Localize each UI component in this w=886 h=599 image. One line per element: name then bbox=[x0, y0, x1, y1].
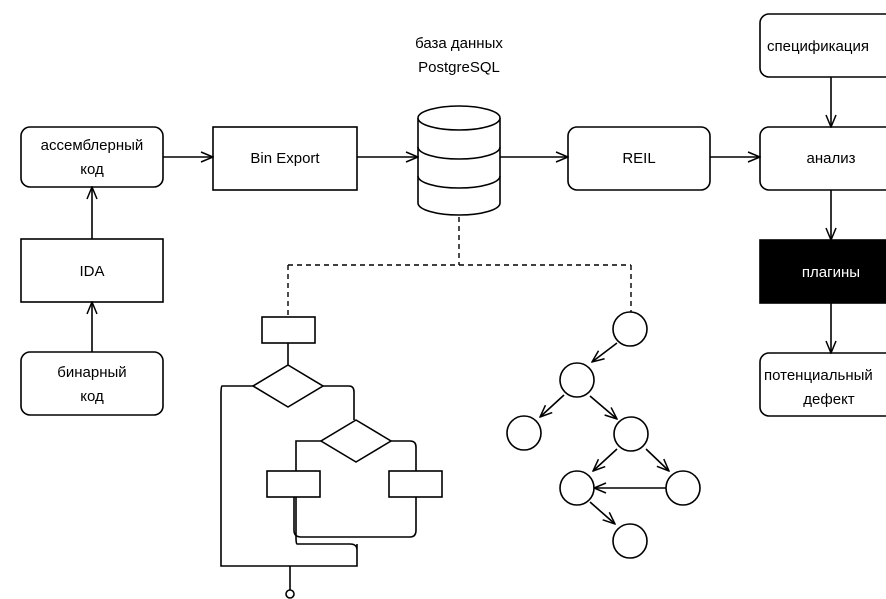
ida-label: IDA bbox=[79, 263, 104, 280]
graph-node-level-1 bbox=[559, 362, 595, 398]
graph-illustration bbox=[506, 311, 701, 559]
reil-label: REIL bbox=[622, 150, 655, 167]
plugins-node: плагины bbox=[759, 239, 886, 304]
bin-export-label: Bin Export bbox=[250, 150, 320, 167]
flowchart-start-block bbox=[261, 316, 316, 344]
graph-node-center bbox=[613, 416, 649, 452]
flowchart-decision-2 bbox=[319, 419, 393, 463]
flowchart-decision-1 bbox=[251, 364, 325, 408]
database-label-line-2: PostgreSQL bbox=[418, 59, 500, 76]
flowchart-end-point bbox=[285, 589, 295, 599]
graph-node-left-leaf bbox=[506, 415, 542, 451]
graph-node-bottom bbox=[612, 523, 648, 559]
analysis-label: анализ bbox=[807, 150, 856, 167]
binary-code-label-line-2: код bbox=[80, 388, 104, 405]
specification-label: спецификация bbox=[767, 38, 869, 55]
binary-code-label-line-1: бинарный bbox=[57, 364, 126, 381]
flowchart-process-left bbox=[266, 470, 321, 498]
assembler-code-label-line-2: код bbox=[80, 161, 104, 178]
assembler-code-label-line-1: ассемблерный bbox=[41, 137, 144, 154]
potential-defect-node: потенциальный дефект bbox=[759, 352, 886, 417]
reil-node: REIL bbox=[567, 126, 711, 191]
database-node: база данных PostgreSQL bbox=[415, 35, 503, 216]
potential-defect-label-line-1: потенциальный bbox=[764, 367, 873, 384]
database-label-line-1: база данных bbox=[415, 35, 503, 52]
plugins-label: плагины bbox=[802, 264, 860, 281]
graph-node-lower-right bbox=[665, 470, 701, 506]
graph-node-root bbox=[612, 311, 648, 347]
flowchart-process-right bbox=[388, 470, 443, 498]
graph-node-lower-left bbox=[559, 470, 595, 506]
analysis-node: анализ bbox=[759, 126, 886, 191]
database-cylinder-top bbox=[417, 105, 501, 131]
flow-arrows bbox=[92, 77, 831, 353]
ida-node: IDA bbox=[20, 238, 164, 303]
flowchart-illustration bbox=[220, 316, 443, 599]
specification-node: спецификация bbox=[759, 13, 886, 78]
binary-code-node: бинарный код bbox=[20, 351, 164, 416]
assembler-code-node: ассемблерный код bbox=[20, 126, 164, 188]
potential-defect-label-line-2: дефект bbox=[803, 391, 855, 408]
database-dashed-links bbox=[287, 217, 632, 317]
bin-export-node: Bin Export bbox=[212, 126, 358, 191]
